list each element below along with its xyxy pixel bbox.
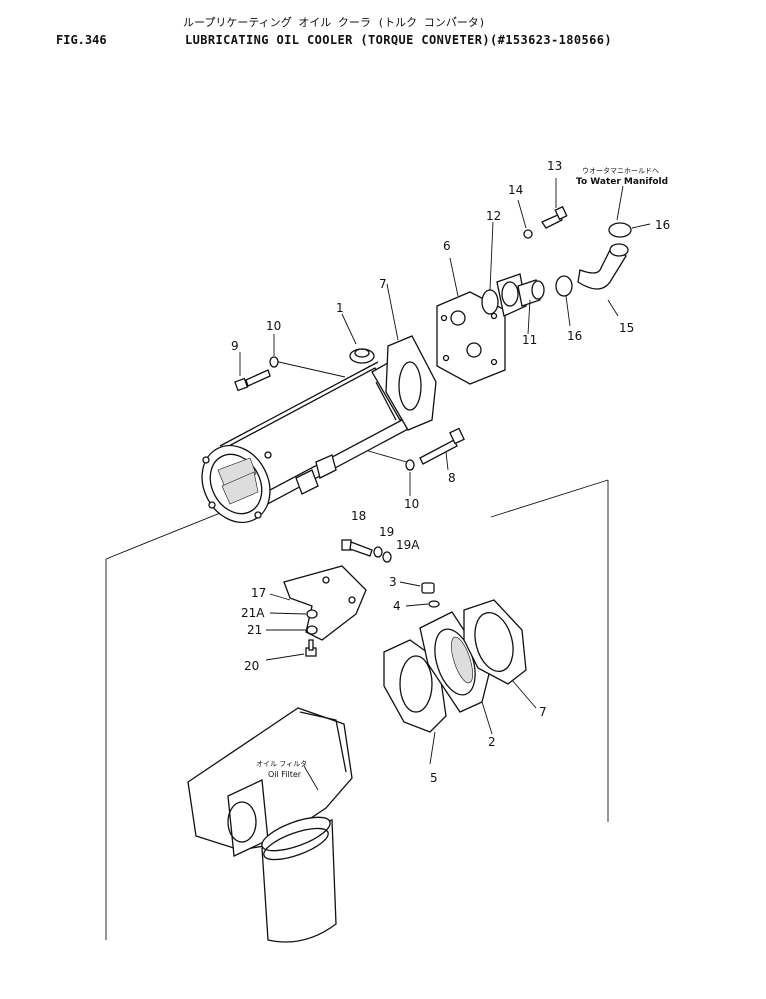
part-label: 14 xyxy=(508,183,523,197)
part-label: 19A xyxy=(396,538,420,552)
part-label: 1 xyxy=(336,301,344,315)
bolt-8 xyxy=(419,427,465,465)
water-manifold-note-jp: ウオータマニホールドへ xyxy=(582,166,659,175)
washer-10-lower xyxy=(405,459,415,471)
bracket-17 xyxy=(283,565,367,641)
water-manifold-note-en: To Water Manifold xyxy=(576,177,668,187)
elbow-flange-11 xyxy=(496,273,545,317)
oil-filter-note-jp: オイル フィルタ xyxy=(256,759,307,768)
washer-10-upper xyxy=(269,356,279,368)
part-label: 10 xyxy=(404,497,419,511)
page-title: LUBRICATING OIL COOLER (TORQUE CONVETER)… xyxy=(185,33,612,47)
part-label: 7 xyxy=(379,277,387,291)
cover-plate-6 xyxy=(436,291,506,385)
bolt-18 xyxy=(341,539,373,557)
part-label: 8 xyxy=(448,471,456,485)
part-labels: 1 2 3 4 5 6 7 7 8 9 10 10 11 12 13 14 15… xyxy=(231,159,670,785)
part-label: 15 xyxy=(619,321,634,335)
part-label: 18 xyxy=(351,509,366,523)
part-label: 16 xyxy=(655,218,670,232)
part-label: 21A xyxy=(241,606,265,620)
o-ring-16-lower xyxy=(555,275,573,297)
gasket-7-lower xyxy=(463,599,527,685)
part-label: 9 xyxy=(231,339,239,353)
part-label: 13 xyxy=(547,159,562,173)
part-label: 19 xyxy=(379,525,394,539)
japanese-title: ループ゙リケーティング゙ オイル クーラ (トルク コンバ゙ータ) xyxy=(183,16,486,29)
part-label: 7 xyxy=(539,705,547,719)
washer-4 xyxy=(428,600,440,608)
oil-filter-assembly xyxy=(187,707,353,943)
part-label: 17 xyxy=(251,586,266,600)
washer-19a xyxy=(382,551,392,563)
o-ring-16-upper xyxy=(608,222,632,238)
plug-3 xyxy=(421,582,435,594)
leader-lines xyxy=(239,178,651,791)
part-label: 6 xyxy=(443,239,451,253)
part-label: 10 xyxy=(266,319,281,333)
washer-21a xyxy=(306,609,318,619)
part-label: 4 xyxy=(393,599,401,613)
bolt-9 xyxy=(234,369,271,392)
washer-21 xyxy=(306,625,318,635)
part-label: 21 xyxy=(247,623,262,637)
part-label: 16 xyxy=(567,329,582,343)
bolt-13 xyxy=(541,205,568,229)
part-label: 3 xyxy=(389,575,397,589)
oil-filter-note-en: Oil Filter xyxy=(268,770,302,779)
water-pipe-15 xyxy=(577,243,629,290)
part-label: 12 xyxy=(486,209,501,223)
notes: ウオータマニホールドへ To Water Manifold オイル フィルタ O… xyxy=(256,166,668,779)
washer-14 xyxy=(523,229,533,239)
bolt-20 xyxy=(305,639,317,657)
washer-19 xyxy=(373,546,383,558)
part-label: 11 xyxy=(522,333,537,347)
part-label: 5 xyxy=(430,771,438,785)
figure-number: FIG.346 xyxy=(56,33,107,47)
gasket-12 xyxy=(481,289,499,315)
part-label: 2 xyxy=(488,735,496,749)
gasket-7-upper xyxy=(385,335,437,431)
part-label: 20 xyxy=(244,659,259,673)
